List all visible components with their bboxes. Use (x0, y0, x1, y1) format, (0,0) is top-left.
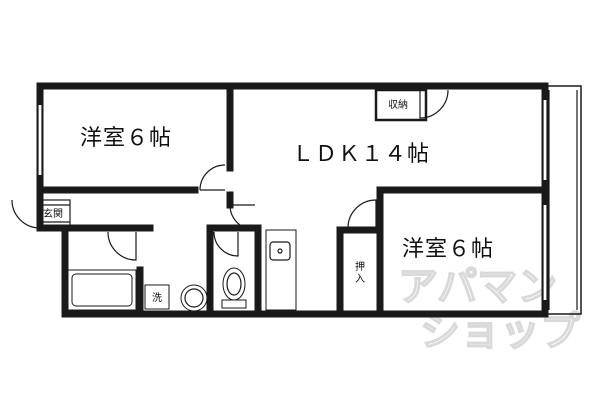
door-left-room (199, 164, 226, 191)
wash-basin (180, 284, 208, 312)
room-label-western-right: 洋室６帖 (402, 237, 494, 262)
label-entrance: 玄関 (43, 207, 63, 220)
doors (11, 89, 449, 261)
label-washer: 洗 (152, 292, 162, 304)
door-toilet (213, 231, 239, 257)
label-closet-storage: 収納 (388, 98, 408, 111)
room-label-western-left: 洋室６帖 (80, 126, 172, 151)
door-right-room (347, 199, 377, 229)
door-storage (419, 89, 449, 119)
door-wash (229, 204, 256, 231)
interior-walls (36, 82, 549, 318)
watermark-line1: アパマン (398, 264, 557, 310)
door-entrance (11, 199, 41, 229)
kitchen-counter (265, 229, 297, 311)
label-closet-push: 押 入 (355, 260, 368, 285)
door-bath (107, 231, 137, 261)
watermark-logo: アパマン ショップ (397, 263, 581, 356)
room-label-ldk: ＬＤＫ１４帖 (292, 142, 430, 167)
entrance-area (39, 199, 71, 229)
bathtub (67, 269, 137, 311)
washer-pan (144, 284, 170, 310)
windows (37, 100, 548, 300)
toilet (221, 267, 247, 309)
